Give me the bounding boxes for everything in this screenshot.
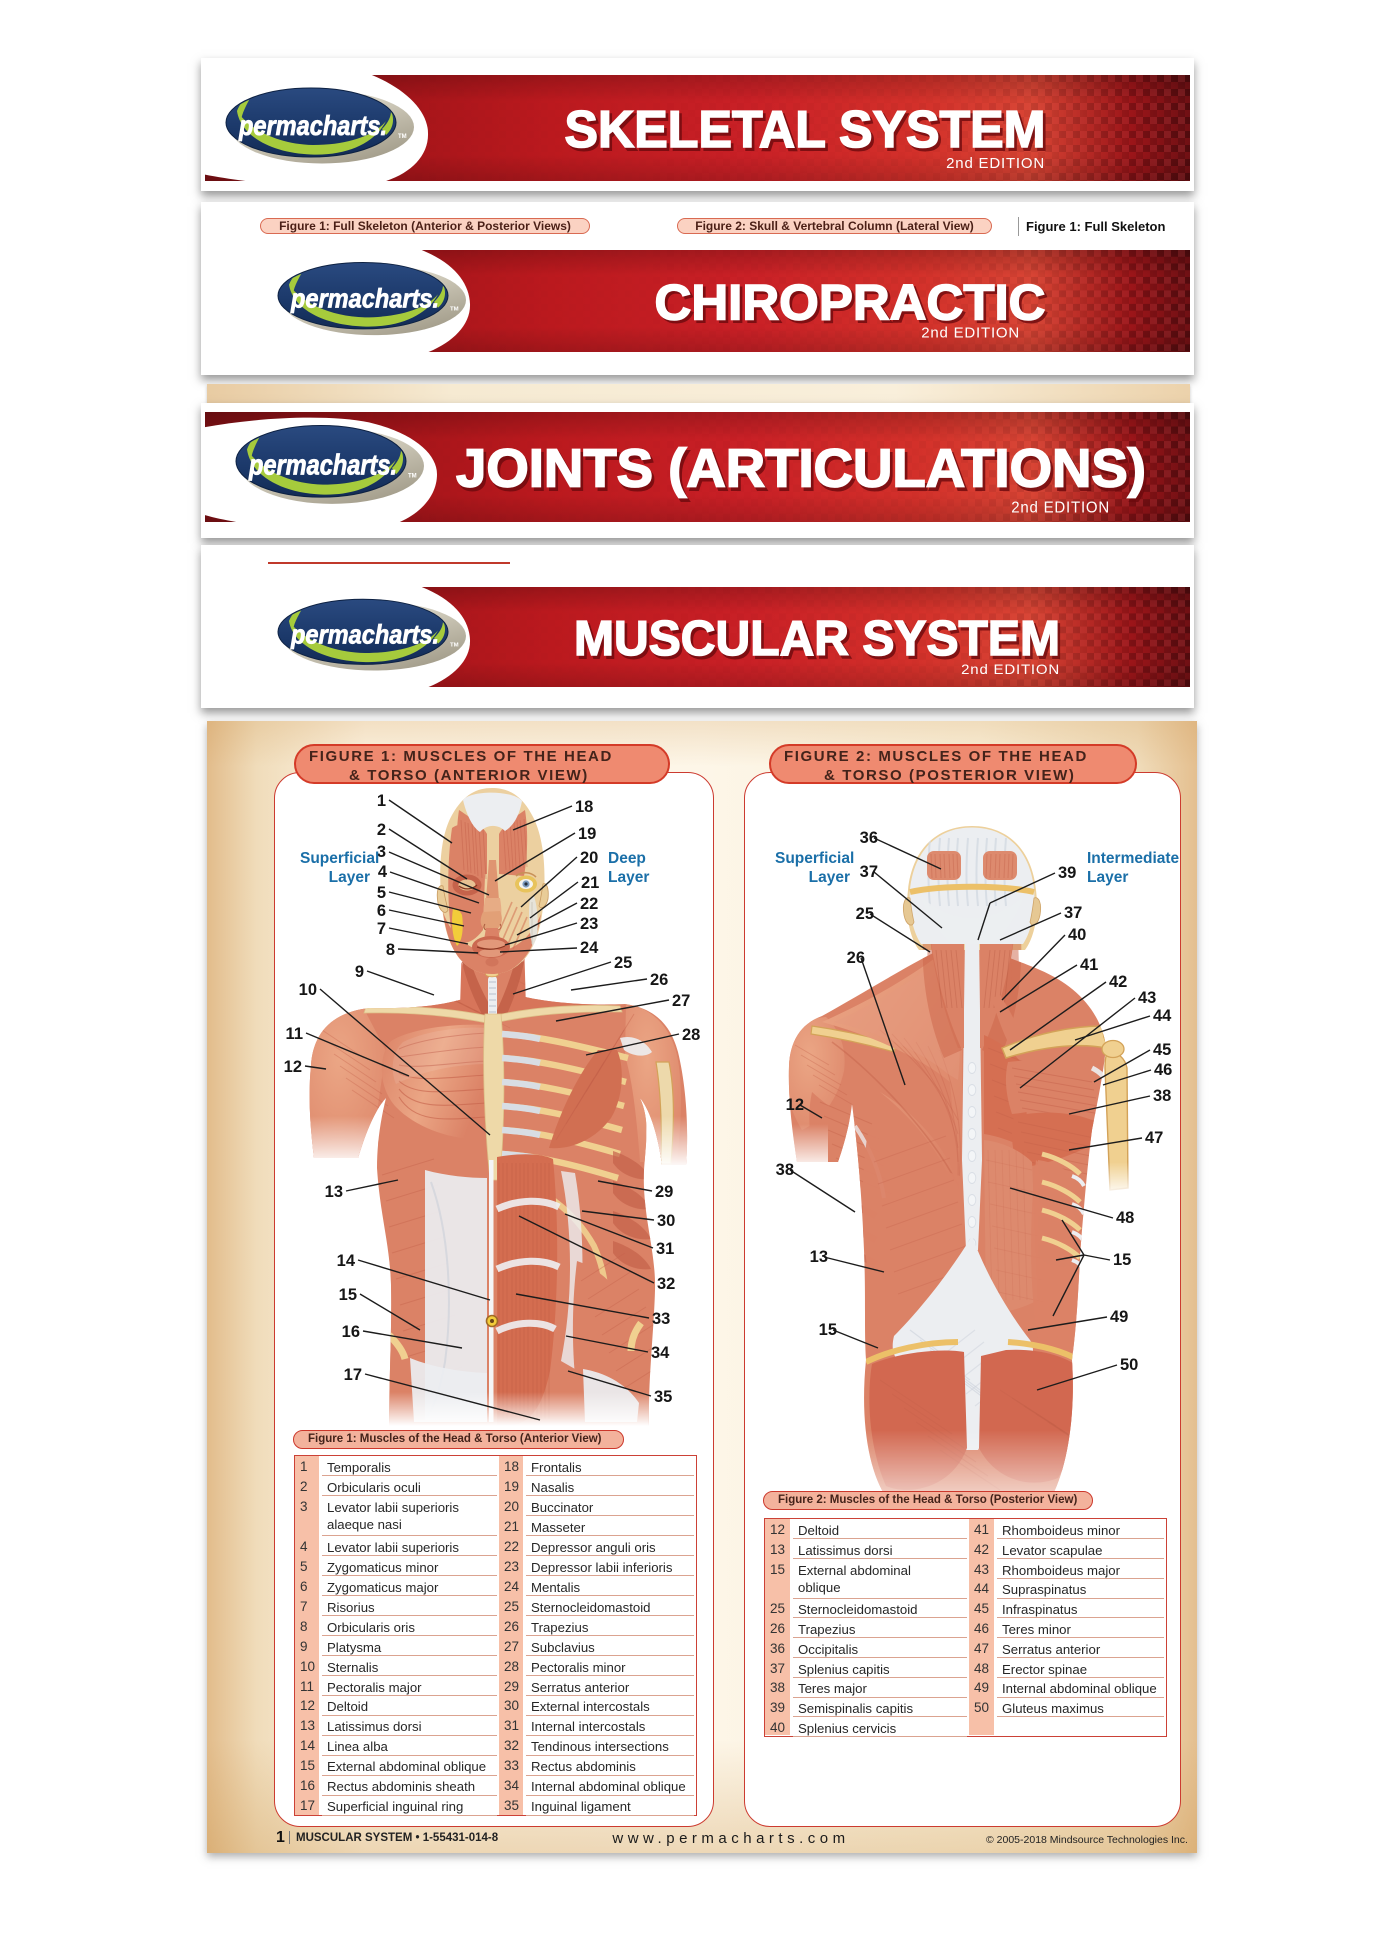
svg-text:permacharts.: permacharts. bbox=[290, 619, 439, 649]
svg-text:47: 47 bbox=[1145, 1129, 1163, 1147]
svg-text:13: 13 bbox=[810, 1248, 828, 1266]
svg-text:25: 25 bbox=[614, 954, 632, 972]
svg-text:27: 27 bbox=[672, 992, 690, 1010]
svg-text:5: 5 bbox=[377, 884, 386, 902]
svg-text:2nd EDITION: 2nd EDITION bbox=[946, 155, 1045, 172]
svg-text:permacharts.: permacharts. bbox=[238, 110, 387, 141]
svg-text:7: 7 bbox=[377, 920, 386, 938]
svg-text:2: 2 bbox=[377, 821, 386, 839]
svg-text:9: 9 bbox=[355, 963, 364, 981]
svg-text:35: 35 bbox=[654, 1388, 672, 1406]
svg-text:CHIROPRACTIC: CHIROPRACTIC bbox=[657, 277, 1048, 333]
svg-text:8: 8 bbox=[386, 941, 395, 959]
svg-text:38: 38 bbox=[1153, 1087, 1171, 1105]
svg-text:26: 26 bbox=[650, 971, 668, 989]
svg-text:32: 32 bbox=[657, 1275, 675, 1293]
svg-text:23: 23 bbox=[580, 915, 598, 933]
svg-text:24: 24 bbox=[580, 939, 599, 957]
svg-text:15: 15 bbox=[1113, 1251, 1131, 1269]
svg-text:SKELETAL SYSTEM: SKELETAL SYSTEM bbox=[567, 104, 1048, 162]
svg-text:44: 44 bbox=[1153, 1007, 1172, 1025]
svg-text:30: 30 bbox=[657, 1212, 675, 1230]
svg-text:TM: TM bbox=[450, 643, 459, 649]
svg-text:MUSCULAR SYSTEM: MUSCULAR SYSTEM bbox=[577, 613, 1063, 668]
svg-text:TM: TM bbox=[450, 307, 459, 313]
svg-text:17: 17 bbox=[344, 1366, 362, 1384]
svg-text:MUSCULAR SYSTEM: MUSCULAR SYSTEM bbox=[574, 610, 1060, 665]
svg-text:JOINTS (ARTICULATIONS): JOINTS (ARTICULATIONS) bbox=[456, 439, 1146, 499]
svg-text:12: 12 bbox=[284, 1058, 302, 1076]
svg-text:33: 33 bbox=[652, 1310, 670, 1328]
svg-text:22: 22 bbox=[580, 895, 598, 913]
svg-text:3: 3 bbox=[377, 843, 386, 861]
svg-text:31: 31 bbox=[656, 1240, 674, 1258]
svg-text:48: 48 bbox=[1116, 1209, 1134, 1227]
svg-text:JOINTS (ARTICULATIONS): JOINTS (ARTICULATIONS) bbox=[459, 442, 1149, 502]
svg-text:12: 12 bbox=[786, 1096, 804, 1114]
svg-text:29: 29 bbox=[655, 1183, 673, 1201]
svg-text:38: 38 bbox=[776, 1161, 794, 1179]
svg-text:36: 36 bbox=[860, 829, 878, 847]
svg-text:37: 37 bbox=[1064, 904, 1082, 922]
svg-text:SKELETAL SYSTEM: SKELETAL SYSTEM bbox=[565, 101, 1046, 159]
svg-text:43: 43 bbox=[1138, 989, 1156, 1007]
svg-text:28: 28 bbox=[682, 1026, 700, 1044]
svg-text:TM: TM bbox=[398, 134, 407, 140]
svg-text:40: 40 bbox=[1068, 926, 1086, 944]
svg-text:26: 26 bbox=[847, 949, 865, 967]
svg-text:permacharts.: permacharts. bbox=[248, 449, 397, 482]
svg-text:2nd EDITION: 2nd EDITION bbox=[961, 662, 1060, 678]
svg-text:15: 15 bbox=[819, 1321, 837, 1339]
svg-text:34: 34 bbox=[651, 1344, 670, 1362]
svg-text:19: 19 bbox=[578, 825, 596, 843]
svg-text:39: 39 bbox=[1058, 864, 1076, 882]
svg-text:25: 25 bbox=[856, 905, 874, 923]
svg-text:11: 11 bbox=[286, 1025, 303, 1043]
svg-text:6: 6 bbox=[377, 902, 386, 920]
svg-text:50: 50 bbox=[1120, 1356, 1138, 1374]
svg-text:1: 1 bbox=[377, 792, 386, 810]
svg-text:37: 37 bbox=[860, 863, 878, 881]
svg-text:45: 45 bbox=[1153, 1041, 1171, 1059]
svg-text:permacharts.: permacharts. bbox=[290, 283, 439, 313]
svg-text:41: 41 bbox=[1080, 956, 1098, 974]
svg-text:15: 15 bbox=[339, 1286, 357, 1304]
svg-text:42: 42 bbox=[1109, 973, 1127, 991]
svg-text:20: 20 bbox=[580, 849, 598, 867]
svg-text:18: 18 bbox=[575, 798, 593, 816]
svg-text:49: 49 bbox=[1110, 1308, 1128, 1326]
svg-text:4: 4 bbox=[378, 863, 388, 881]
svg-text:CHIROPRACTIC: CHIROPRACTIC bbox=[655, 274, 1046, 330]
svg-text:10: 10 bbox=[299, 981, 317, 999]
svg-text:16: 16 bbox=[342, 1323, 360, 1341]
svg-text:46: 46 bbox=[1154, 1061, 1172, 1079]
svg-text:2nd EDITION: 2nd EDITION bbox=[921, 326, 1020, 342]
svg-text:21: 21 bbox=[581, 874, 599, 892]
svg-text:14: 14 bbox=[337, 1252, 356, 1270]
svg-text:13: 13 bbox=[325, 1183, 343, 1201]
svg-text:2nd EDITION: 2nd EDITION bbox=[1011, 499, 1110, 516]
svg-text:TM: TM bbox=[408, 472, 417, 479]
